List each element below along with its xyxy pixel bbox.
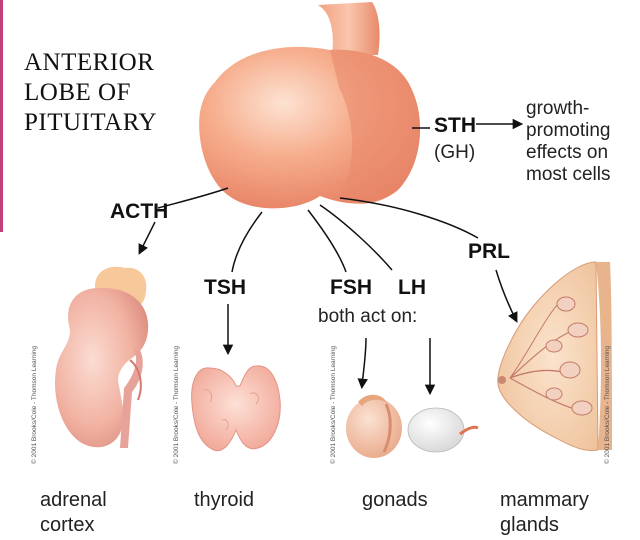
prl-label: PRL <box>468 240 510 264</box>
tsh-label: TSH <box>204 276 246 300</box>
mammary-caption-line-1: mammary <box>500 488 589 513</box>
mammary-caption: mammary glands <box>500 488 589 538</box>
acth-line <box>158 188 228 208</box>
gh-alias: (GH) <box>434 142 475 164</box>
gonads-caption-line-1: gonads <box>362 488 428 513</box>
adrenal-caption: adrenal cortex <box>40 488 107 538</box>
lh-label: LH <box>398 276 426 300</box>
fsh-label: FSH <box>330 276 372 300</box>
adrenal-caption-line-2: cortex <box>40 513 107 538</box>
left-edge-bar <box>0 0 3 232</box>
sth-label: STH <box>434 114 476 138</box>
mammary-credit: © 2001 Brooks/Cole - Thomson Learning <box>604 346 611 464</box>
sth-effect-line-4: most cells <box>526 164 611 186</box>
gland-title-line-2: LOBE OF <box>24 78 157 108</box>
mammary-caption-line-2: glands <box>500 513 589 538</box>
gland-title-line-3: PITUITARY <box>24 108 157 138</box>
thyroid-credit: © 2001 Brooks/Cole - Thomson Learning <box>173 346 180 464</box>
gonads-caption: gonads <box>362 488 428 513</box>
shared-target-note: both act on: <box>318 306 417 328</box>
pituitary-gland-illustration <box>199 2 420 208</box>
gonads-credit: © 2001 Brooks/Cole - Thomson Learning <box>330 346 337 464</box>
gland-title-line-1: ANTERIOR <box>24 48 157 78</box>
tsh-line <box>232 212 262 272</box>
thyroid-caption-line-1: thyroid <box>194 488 254 513</box>
adrenal-caption-line-1: adrenal <box>40 488 107 513</box>
sth-effect-line-1: growth- <box>526 98 611 120</box>
thyroid-illustration <box>192 366 281 451</box>
adrenal-credit: © 2001 Brooks/Cole - Thomson Learning <box>31 346 38 464</box>
mammary-gland-illustration <box>498 262 612 451</box>
acth-label: ACTH <box>110 200 168 224</box>
sth-effect-text: growth- promoting effects on most cells <box>526 98 611 186</box>
acth-arrow <box>140 222 155 252</box>
sth-effect-line-2: promoting <box>526 120 611 142</box>
adrenal-kidney-illustration <box>55 267 148 448</box>
prl-arrow <box>496 270 516 320</box>
gland-title: ANTERIOR LOBE OF PITUITARY <box>24 48 157 138</box>
thyroid-caption: thyroid <box>194 488 254 513</box>
fsh-arrow <box>362 338 366 386</box>
lh-line <box>320 205 392 270</box>
prl-line <box>340 198 478 238</box>
sth-effect-line-3: effects on <box>526 142 611 164</box>
gonads-illustration <box>346 395 478 458</box>
